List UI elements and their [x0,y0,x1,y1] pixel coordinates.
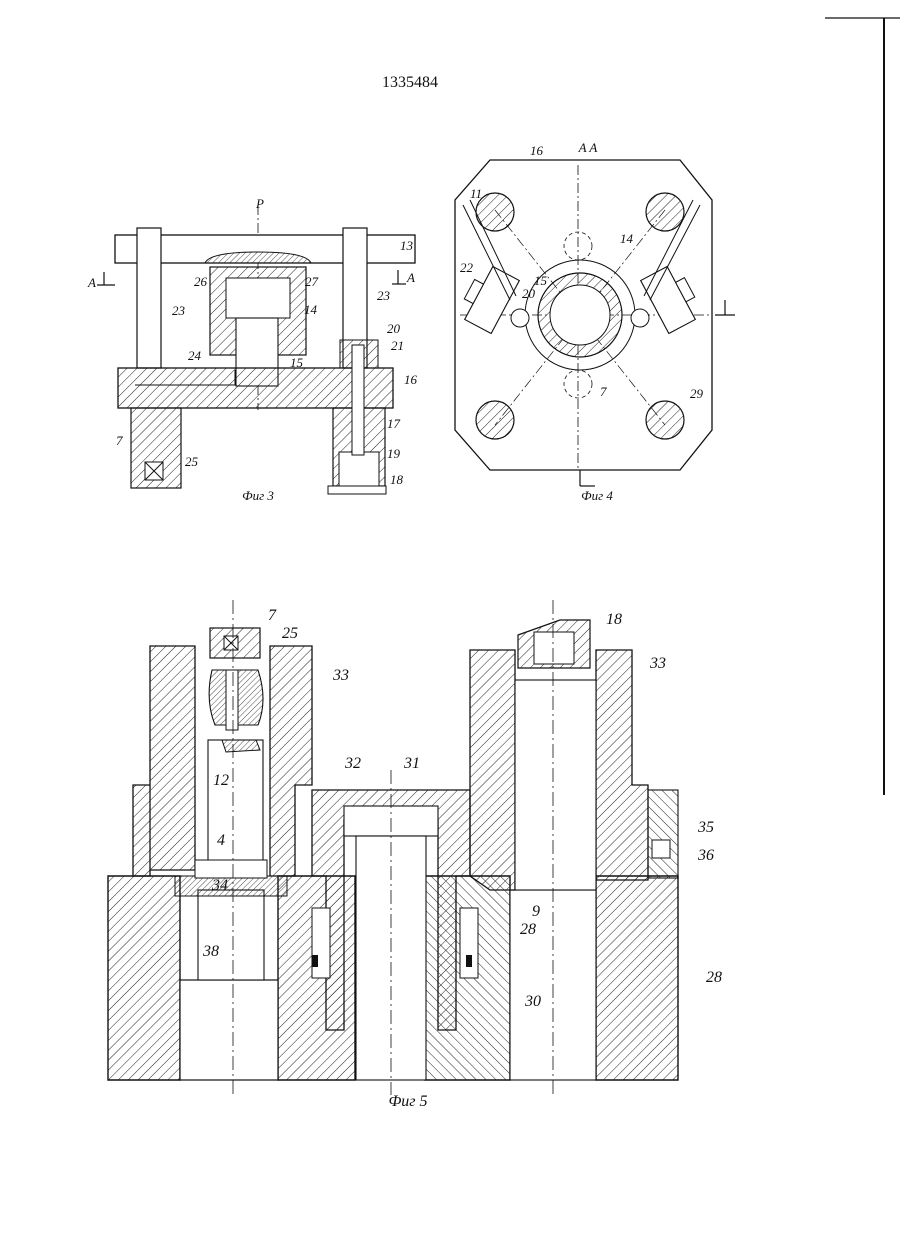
figure-5: 7 25 18 33 33 12 32 31 4 35 36 34 9 38 2… [108,600,722,1110]
fig3-label-23a: 23 [172,303,186,318]
fig4-label-29: 29 [690,386,704,401]
fig5-label-31: 31 [403,755,420,772]
fig5-caption: Фиг 5 [388,1093,427,1110]
fig3-label-27: 27 [305,274,319,289]
fig5-label-12: 12 [213,772,229,789]
fig4-caption: Фиг 4 [581,488,613,503]
fig3-label-21: 21 [391,338,404,353]
fig3-label-13: 13 [400,238,414,253]
fig4-label-11: 11 [470,186,482,201]
document-number: 1335484 [382,74,438,91]
fig4-label-14: 14 [620,231,634,246]
fig4-label-22: 22 [460,260,474,275]
fig5-label-28a: 28 [520,921,536,938]
fig4-label-20: 20 [522,286,536,301]
fig3-caption: Фиг 3 [242,488,274,503]
fig5-label-30: 30 [524,993,541,1010]
fig3-force-label: P [255,196,264,211]
fig4-label-7: 7 [600,384,607,399]
fig3-label-7: 7 [116,433,123,448]
fig5-label-25: 25 [282,625,298,642]
fig3-label-16: 16 [404,372,418,387]
fig5-label-34: 34 [211,877,228,894]
fig5-label-33b: 33 [649,655,666,672]
figure-3: P A A 13 26 27 14 23 [87,196,418,503]
fig3-label-18: 18 [390,472,404,487]
fig3-label-19: 19 [387,446,401,461]
fig3-label-24: 24 [188,348,202,363]
fig5-label-4: 4 [217,832,225,849]
fig3-label-20: 20 [387,321,401,336]
figure-4: A A 16 11 [455,140,735,503]
fig5-label-36: 36 [697,847,714,864]
fig4-label-15: 15 [534,273,548,288]
fig5-label-35: 35 [697,819,714,836]
fig3-label-26: 26 [194,274,208,289]
fig5-label-9: 9 [532,903,540,920]
fig3-label-23b: 23 [377,288,391,303]
fig4-section-title: A A [578,140,598,155]
fig3-section-right: A [406,270,415,285]
fig5-label-7: 7 [268,607,277,624]
fig3-section-left: A [87,275,96,290]
fig5-label-28b: 28 [706,969,722,986]
fig3-label-17: 17 [387,416,401,431]
fig3-label-14: 14 [304,302,318,317]
fig4-label-16: 16 [530,143,544,158]
fig5-label-18: 18 [606,611,622,628]
fig5-label-33a: 33 [332,667,349,684]
fig3-label-25: 25 [185,454,199,469]
fig3-label-15: 15 [290,355,304,370]
fig5-label-32: 32 [344,755,361,772]
fig5-label-38: 38 [202,943,219,960]
